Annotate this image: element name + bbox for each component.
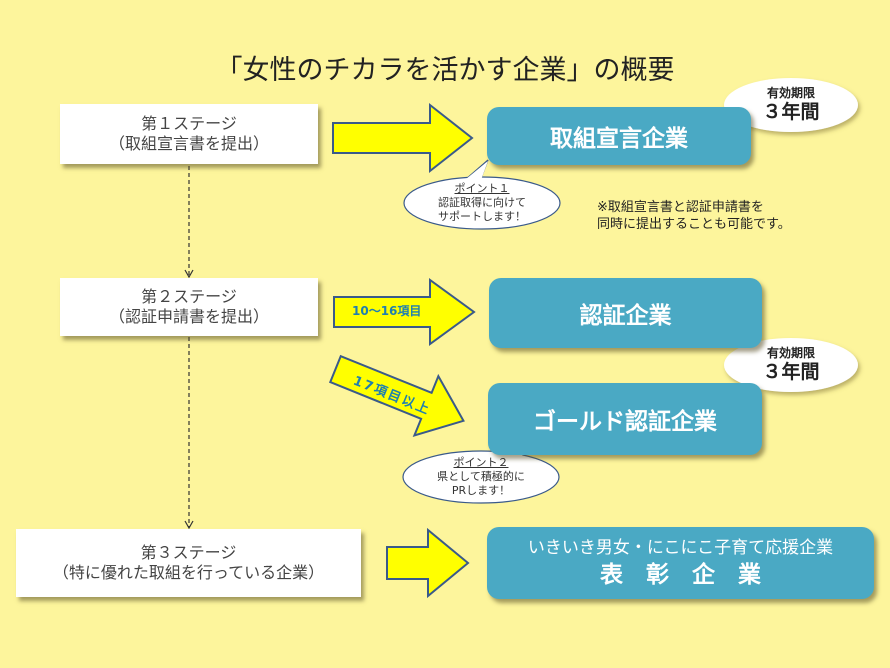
callout-point2-heading: ポイント２: [453, 456, 509, 469]
validity-badge-1-label: 有効期限: [766, 86, 815, 100]
result-gold-certified-company: ゴールド認証企業: [488, 383, 762, 455]
callout-point2-line1: 県として積極的に: [437, 470, 525, 483]
page-title: 「女性のチカラを活かす企業」の概要: [215, 55, 675, 86]
arrow-stage1-to-declaration: [332, 102, 474, 174]
validity-badge-2: 有効期限 ３年間: [724, 346, 858, 383]
result-certified-label: 認証企業: [579, 303, 672, 329]
stage-3-title: 第３ステージ: [140, 543, 237, 562]
connector-stage1-to-stage2: [184, 166, 194, 279]
result-award-line1: いきいき男女・にこにこ子育て応援企業: [527, 538, 834, 558]
stage-2-title: 第２ステージ: [141, 287, 237, 306]
validity-badge-1: 有効期限 ３年間: [724, 86, 858, 123]
result-award-company: いきいき男女・にこにこ子育て応援企業 表 彰 企 業: [487, 527, 874, 599]
validity-badge-2-label: 有効期限: [766, 346, 815, 360]
validity-badge-2-shape: [724, 338, 858, 392]
stage-1-subtitle: （取組宣言書を提出）: [108, 134, 269, 153]
callout-point2: ポイント２ 県として積極的に PRします！: [411, 456, 551, 498]
arrow-stage2-to-gold: [328, 354, 465, 438]
note-line1: ※取組宣言書と認証申請書を: [597, 200, 764, 215]
validity-badge-1-shape: [724, 78, 858, 132]
stage-1-title: 第１ステージ: [141, 114, 237, 133]
result-declaration-company: 取組宣言企業: [487, 107, 751, 165]
stage-3-box: 第３ステージ （特に優れた取組を行っている企業）: [16, 529, 361, 597]
note-line2: 同時に提出することも可能です。: [597, 217, 791, 232]
connector-stage2-to-stage3: [184, 337, 194, 530]
callout-point1: ポイント１ 認証取得に向けて サポートします！: [412, 182, 552, 224]
stage-2-subtitle: （認証申請書を提出）: [108, 307, 269, 326]
callout-point1-shape: [403, 159, 561, 230]
stage-2-box: 第２ステージ （認証申請書を提出）: [60, 278, 318, 336]
result-certified-company: 認証企業: [489, 278, 762, 348]
validity-badge-2-value: ３年間: [762, 361, 820, 383]
validity-badge-1-value: ３年間: [762, 101, 820, 123]
arrow-stage2-to-certified: [333, 278, 476, 346]
stage-1-box: 第１ステージ （取組宣言書を提出）: [60, 104, 318, 164]
callout-point1-heading: ポイント１: [454, 182, 510, 195]
result-declaration-label: 取組宣言企業: [550, 126, 688, 152]
callout-point2-line2: PRします！: [451, 484, 511, 497]
arrow-stage3-to-award: [386, 527, 470, 599]
callout-point1-line1: 認証取得に向けて: [438, 196, 526, 209]
arrow-label-10-16-items: 10～16項目: [352, 304, 422, 318]
stage-3-subtitle: （特に優れた取組を行っている企業）: [52, 563, 325, 582]
result-award-line2: 表 彰 企 業: [600, 562, 761, 588]
callout-point1-line2: サポートします！: [438, 210, 526, 223]
simultaneous-submission-note: ※取組宣言書と認証申請書を 同時に提出することも可能です。: [597, 199, 791, 233]
result-gold-label: ゴールド認証企業: [533, 409, 717, 435]
